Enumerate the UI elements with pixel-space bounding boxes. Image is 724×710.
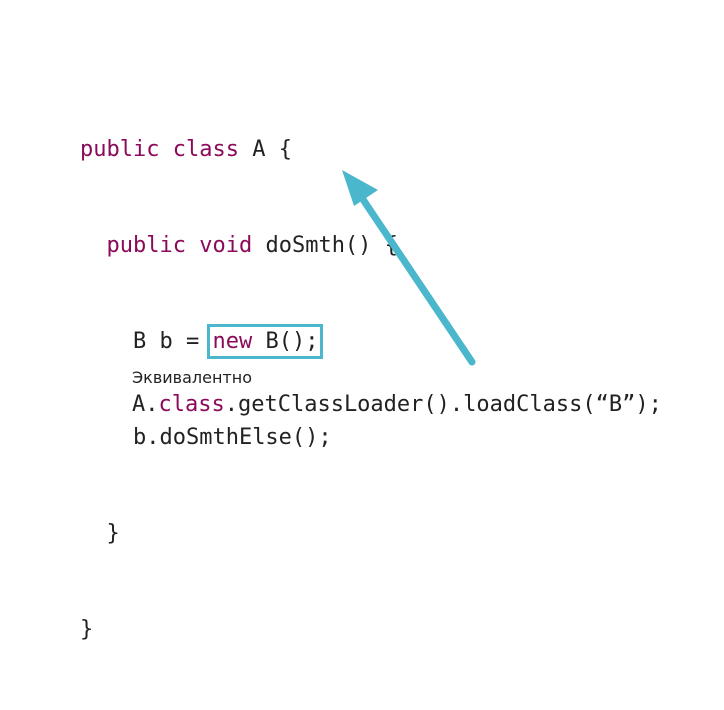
arrow-icon [342,170,476,366]
code-line-method-declaration: public void doSmth() { [80,230,398,262]
slide: public class A { public void doSmth() { … [80,137,662,642]
keyword-class: class [172,137,239,162]
keyword-class: class [158,392,225,417]
code-line-instantiation: B b = new B(); [80,324,398,359]
equivalent-call-text: .getClassLoader().loadClass(“B”); [224,392,662,417]
closing-brace: } [80,617,94,642]
equivalent-prefix: A. [132,392,159,417]
equivalent-code: A.class.getClassLoader().loadClass(“B”); [132,392,662,417]
keyword-public: public [106,233,186,258]
code-line-close-class: } [80,614,398,646]
keyword-void: void [199,233,253,258]
code-block: public class A { public void doSmth() { … [80,70,398,710]
keyword-new: new [212,329,253,354]
method-name-text: doSmth() { [252,233,398,258]
indent [80,521,107,546]
keyword-public: public [80,137,160,162]
assignment-text: B b = [132,329,213,354]
highlighted-new-expression: new B(); [207,324,324,359]
closing-brace: } [106,521,120,546]
code-line-close-method: } [80,518,398,550]
constructor-call-text: B(); [252,329,319,354]
code-line-class-declaration: public class A { [80,134,398,166]
class-name-text: A { [238,137,292,162]
equivalent-label: Эквивалентно [132,368,252,387]
